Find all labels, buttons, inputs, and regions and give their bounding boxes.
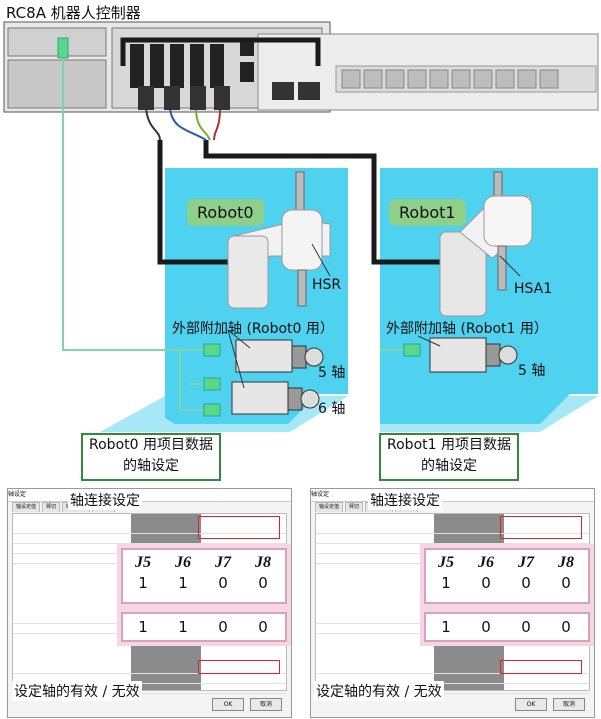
enable-zoom-right: 1 0 0 0	[424, 612, 590, 642]
system-diagram	[3, 21, 599, 432]
enable-value[interactable]: 0	[481, 618, 491, 636]
cancel-button[interactable]: 取消	[250, 698, 282, 711]
encoder-connectors	[203, 343, 421, 417]
callout-enable-right: 设定轴的有效 / 无效	[314, 681, 444, 701]
enable-zoom-left: 1 1 0 0	[121, 612, 287, 642]
ok-button[interactable]: OK	[515, 698, 547, 711]
ok-button[interactable]: OK	[212, 698, 244, 711]
robot0-box-line1: Robot0 用项目数据	[89, 437, 213, 453]
robot-cables	[120, 37, 440, 265]
connection-zoom-right: J5 J6 J7 J8 1 0 0 0	[424, 548, 590, 604]
pointer-lines	[227, 243, 521, 389]
table-row	[13, 534, 286, 544]
table-row	[316, 684, 589, 694]
enable-value[interactable]: 0	[561, 618, 571, 636]
table-row	[316, 664, 589, 674]
connection-value[interactable]: 0	[258, 574, 268, 592]
connection-value[interactable]: 0	[481, 574, 491, 592]
tab[interactable]: 轴设定值	[12, 502, 41, 512]
controller-title: RC8A 机器人控制器	[6, 4, 141, 22]
tab[interactable]: 轴设定值	[315, 502, 344, 512]
tab[interactable]: 臂切	[42, 502, 61, 512]
window-tabs: 轴设定值 臂切 链接信息 臂无效	[311, 502, 594, 512]
axis-header: J8	[558, 554, 574, 571]
table-row	[316, 534, 589, 544]
axis-header: J8	[255, 554, 271, 571]
enable-value[interactable]: 0	[258, 618, 268, 636]
robot0-name: Robot0	[187, 199, 264, 226]
controller-unit	[3, 21, 599, 113]
callout-connection-left: 轴连接设定	[68, 490, 142, 510]
enable-highlight-right	[500, 660, 582, 674]
robot1-box-line1: Robot1 用项目数据	[387, 437, 511, 453]
connection-highlight-left	[198, 516, 280, 539]
axis-header: J5	[135, 554, 151, 571]
tab[interactable]: 臂切	[345, 502, 364, 512]
axis-header: J6	[478, 554, 494, 571]
robot1-name: Robot1	[389, 199, 466, 226]
cancel-button[interactable]: 取消	[553, 698, 585, 711]
robot0-ext-axis-label: 外部附加轴 (Robot0 用）	[172, 321, 334, 337]
table-row	[316, 674, 589, 684]
callout-enable-left: 设定轴的有效 / 无效	[12, 681, 142, 701]
table-row	[13, 684, 286, 694]
motor-robot1-axis5	[429, 337, 518, 373]
table-row	[13, 664, 286, 674]
robot1-box-line2: 的轴设定	[421, 458, 477, 474]
axis-header: J6	[175, 554, 191, 571]
table-row	[13, 524, 286, 534]
connection-zoom-left: J5 J6 J7 J8 1 1 0 0	[121, 548, 287, 604]
window-title: 轴设定	[8, 489, 291, 502]
cable-connectors	[138, 86, 230, 110]
connection-highlight-right	[500, 516, 582, 539]
motor-robot0-axis6	[231, 381, 320, 415]
motor-robot0-axis5	[235, 339, 324, 373]
robot1-model: HSA1	[514, 281, 553, 297]
axis-header: J5	[438, 554, 454, 571]
connector-wires	[145, 107, 221, 141]
enable-value[interactable]: 1	[178, 618, 188, 636]
robot1-arm	[439, 171, 533, 317]
connection-value[interactable]: 0	[561, 574, 571, 592]
robot0-model: HSR	[312, 277, 342, 293]
robot0-axis5-label: 5 轴	[318, 365, 346, 381]
window-title: 轴设定	[311, 489, 594, 502]
enable-value[interactable]: 1	[441, 618, 451, 636]
callout-connection-right: 轴连接设定	[368, 490, 442, 510]
connection-value[interactable]: 1	[441, 574, 451, 592]
robot1-axis5-label: 5 轴	[518, 363, 546, 379]
connection-value[interactable]: 0	[218, 574, 228, 592]
robot1-ext-axis-label: 外部附加轴 (Robot1 用）	[386, 321, 548, 337]
enable-value[interactable]: 1	[138, 618, 148, 636]
connection-value[interactable]: 1	[178, 574, 188, 592]
robot0-arm	[227, 171, 331, 309]
axis-header: J7	[518, 554, 534, 571]
robot0-box-line2: 的轴设定	[123, 458, 179, 474]
window-tabs: 轴设定值 臂切 链接信息 臂无效	[8, 502, 291, 512]
enable-highlight-left	[198, 660, 280, 674]
table-row	[13, 674, 286, 684]
connection-value[interactable]: 1	[138, 574, 148, 592]
table-row	[316, 524, 589, 534]
robot0-project-box: Robot0 用项目数据 的轴设定	[81, 433, 221, 481]
enable-value[interactable]: 0	[521, 618, 531, 636]
enable-value[interactable]: 0	[218, 618, 228, 636]
axis-header: J7	[215, 554, 231, 571]
connection-value[interactable]: 0	[521, 574, 531, 592]
robot1-project-box: Robot1 用项目数据 的轴设定	[379, 433, 519, 481]
robot0-axis6-label: 6 轴	[318, 401, 346, 417]
